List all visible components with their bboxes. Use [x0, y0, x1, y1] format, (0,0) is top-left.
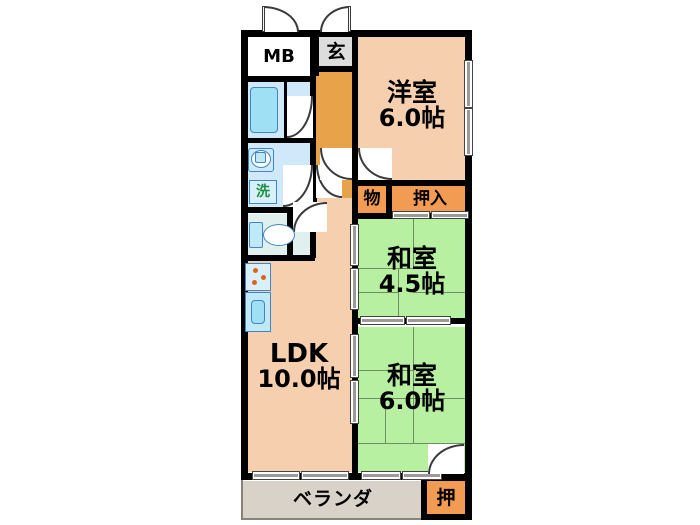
sliding-door-panel [254, 474, 298, 477]
closet-door-panel [433, 214, 467, 217]
label-meterbox: MB [263, 45, 295, 67]
door-corridor-to-western[interactable] [320, 148, 352, 180]
label-oshiire1: 押入 [413, 189, 447, 210]
door-meterbox[interactable] [263, 6, 299, 32]
genkan-fill [318, 36, 356, 70]
veranda-fill [243, 481, 424, 518]
door-tatami60-oshiire2[interactable] [428, 444, 464, 474]
wall-right [465, 30, 472, 520]
wall-mb-bottom [245, 76, 313, 82]
tatami-seam [385, 398, 386, 443]
sink-basin [251, 300, 265, 324]
door-leaf-entrance [348, 6, 351, 32]
meterbox-fill [245, 36, 313, 78]
wall-veranda-right [421, 477, 427, 520]
label-ldk-name: LDK [269, 338, 329, 369]
wall-genkan-bottom [316, 66, 356, 72]
fusuma-panel [362, 319, 403, 322]
washbasin-counter [248, 148, 274, 172]
stove-burner [261, 275, 266, 280]
stove-burner [252, 280, 257, 285]
label-ldk-area: 10.0帖 [257, 365, 341, 394]
door-entrance[interactable] [320, 6, 350, 32]
label-oshiire2: 押 [436, 487, 456, 510]
tatami-seam [357, 268, 413, 269]
washer-label: 洗 [256, 183, 270, 200]
fusuma-panel [353, 336, 356, 376]
fusuma-panel [408, 319, 449, 322]
label-western-name: 洋室 [386, 78, 437, 108]
tatami-seam [413, 398, 470, 399]
label-tatami60-name: 和室 [386, 361, 437, 391]
fusuma-panel [353, 382, 356, 422]
washbasin-drain [255, 152, 266, 163]
label-tatami60-area: 6.0帖 [378, 386, 446, 415]
tatami-seam [413, 292, 470, 293]
toilet-bowl [263, 224, 295, 246]
label-tatami45-name: 和室 [386, 244, 437, 274]
window-glazing [467, 62, 470, 106]
label-storage: 物 [363, 189, 381, 210]
tatami-seam [357, 443, 470, 444]
tatami-seam [413, 217, 414, 268]
wall-oshiire2-bottom [421, 514, 472, 520]
stove-burner [253, 268, 258, 273]
wall-western-bottom [352, 180, 472, 186]
sliding-door-panel [303, 474, 347, 477]
wall-mb-genkan [313, 30, 319, 76]
stove-fixture [245, 263, 271, 291]
wall-corridor-right-lower [352, 183, 358, 480]
wall-oshiire2-top [421, 477, 472, 481]
door-bathroom[interactable] [287, 96, 313, 138]
sliding-door-panel [404, 474, 440, 477]
sliding-door-panel [363, 474, 399, 477]
door-western-room[interactable] [358, 148, 392, 180]
label-veranda: ベランダ [292, 488, 373, 511]
fusuma-panel [353, 226, 356, 264]
wall-washroom-bottom [245, 207, 313, 213]
wall-bath-bottom [245, 138, 313, 143]
door-corridor-to-ldk[interactable] [293, 202, 327, 232]
tatami-seam [357, 292, 399, 293]
door-leaf-meterbox [262, 6, 265, 32]
wall-bath-divider [284, 82, 287, 138]
bathtub-fixture [250, 87, 278, 133]
tatami-seam [398, 292, 399, 321]
closet-door-panel [394, 214, 428, 217]
wall-water-right [310, 36, 316, 258]
wall-closet-divider [386, 183, 392, 215]
label-western-area: 6.0帖 [378, 103, 446, 132]
fusuma-panel [353, 270, 356, 308]
door-washroom[interactable] [283, 165, 313, 207]
label-tatami60: 和室 6.0帖 [357, 355, 467, 421]
tatami-seam [357, 370, 413, 371]
closet-fill-oshiire2 [424, 481, 470, 518]
toilet-tank [249, 222, 263, 248]
label-genkan: 玄 [326, 41, 346, 64]
label-ldk: LDK 10.0帖 [243, 332, 355, 400]
label-western-room: 洋室 6.0帖 [357, 70, 467, 140]
tatami-seam [413, 327, 414, 443]
tatami-seam [398, 268, 399, 292]
label-tatami45-area: 4.5帖 [378, 269, 446, 298]
wall-corridor-right-upper [352, 30, 358, 190]
tatami-seam [357, 398, 413, 399]
window-glazing [467, 110, 470, 154]
closet-fill-storage [357, 183, 389, 217]
washer-box [249, 180, 277, 204]
wall-toilet-bottom [243, 255, 315, 261]
label-tatami45: 和室 4.5帖 [357, 238, 467, 304]
